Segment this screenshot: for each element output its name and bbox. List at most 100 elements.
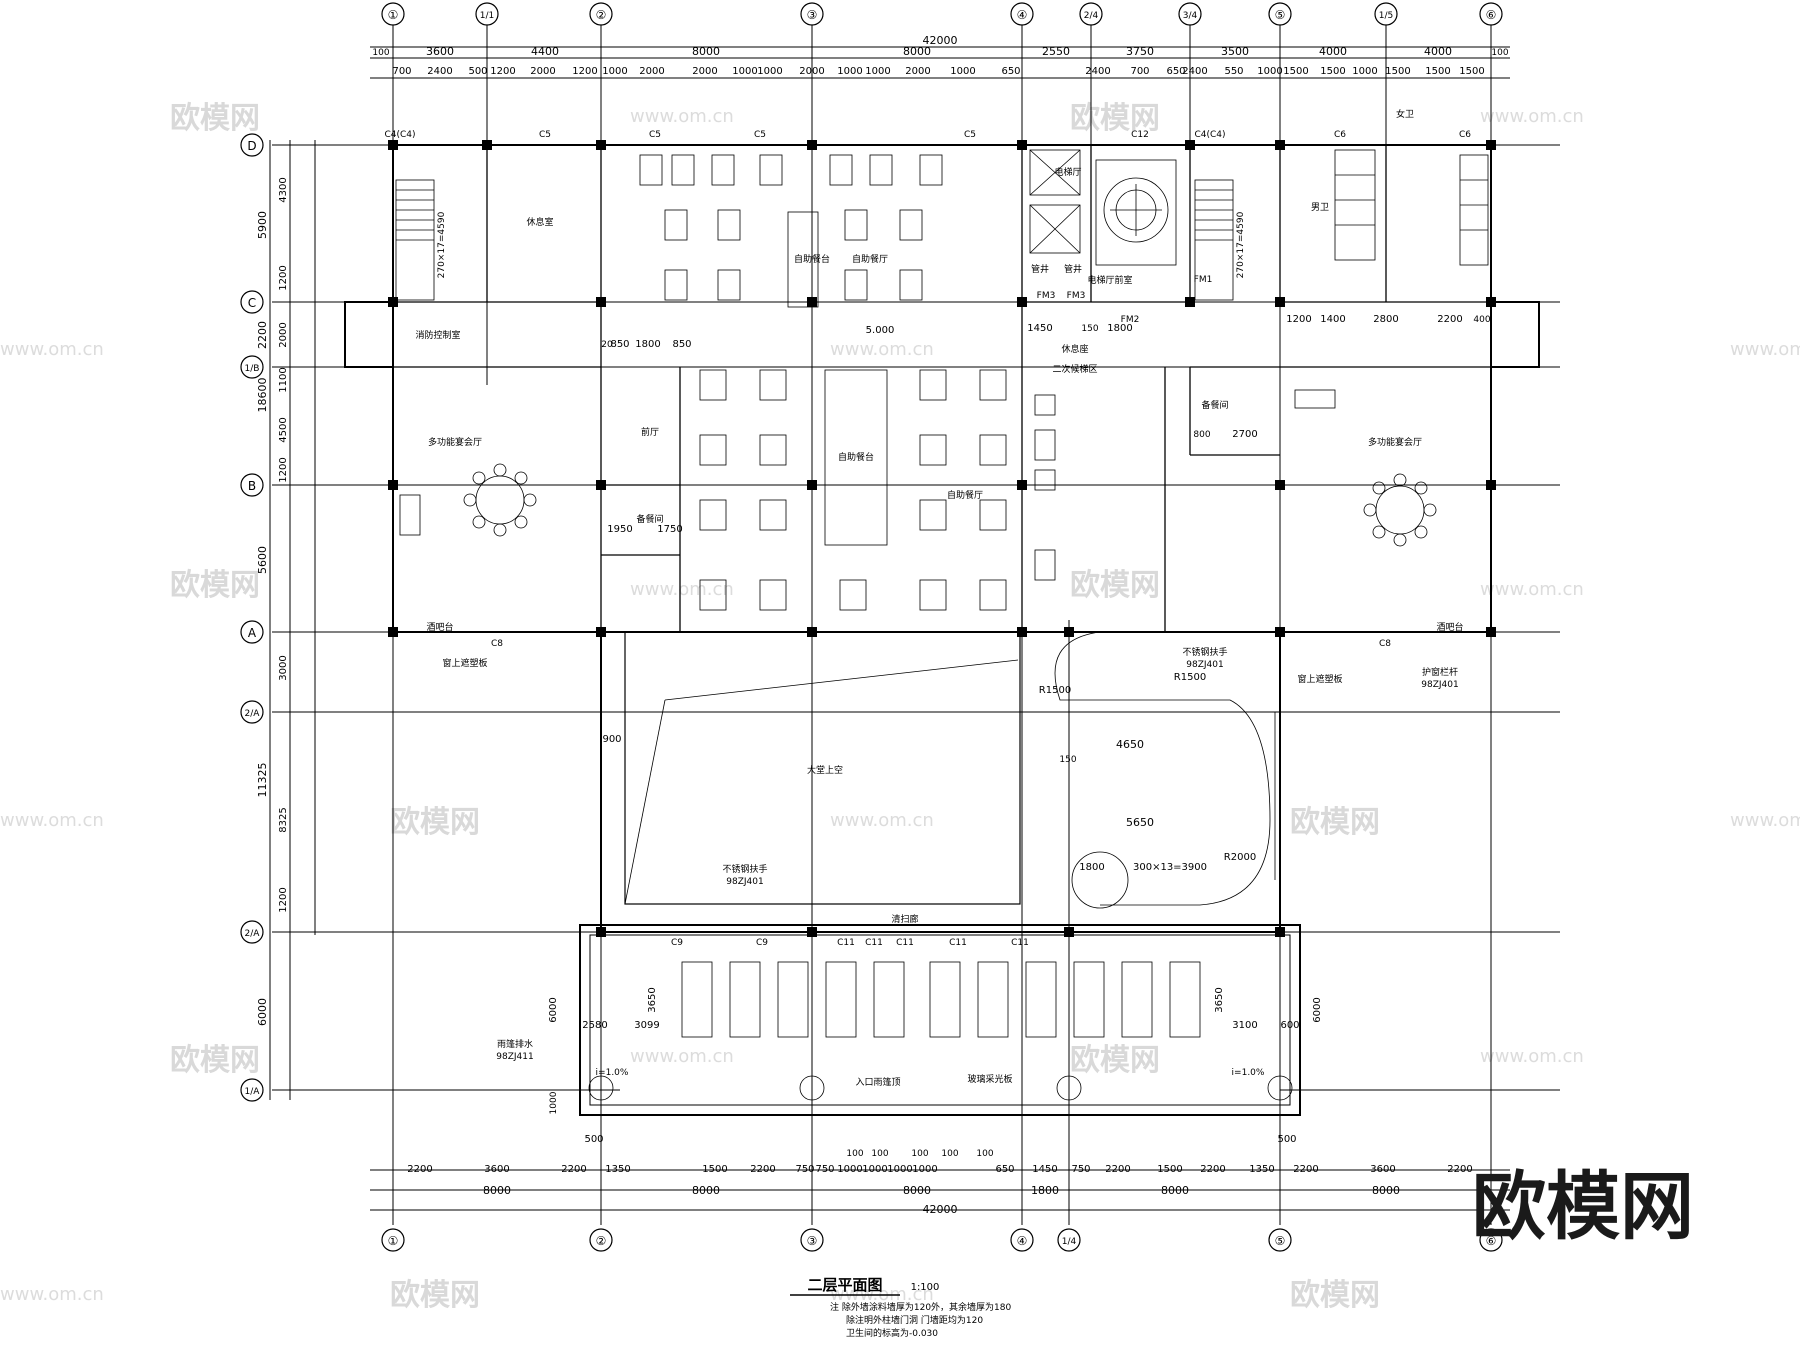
axis-bubble (1010, 1228, 1034, 1252)
board-note: 窗上遮塑板 (1297, 673, 1342, 685)
table (979, 499, 1007, 531)
axis-bubble (240, 290, 264, 314)
chair (523, 493, 537, 507)
dim-text: 2000 (530, 66, 555, 77)
dim-text: 100 (372, 48, 389, 58)
building-walls (344, 144, 1540, 1116)
dim-text: 8000 (692, 45, 720, 58)
axis-label: ⑥ (1486, 1234, 1497, 1248)
chair (463, 493, 477, 507)
dim-text: 550 (1224, 66, 1243, 77)
axis-label: ③ (807, 8, 818, 22)
canopy-outline (579, 924, 1301, 1116)
axis-bubble (1178, 2, 1202, 26)
dim-text: 500 (468, 66, 487, 77)
axis-bubble (800, 1228, 824, 1252)
columns (388, 140, 1496, 937)
board-note: 窗上遮塑板 (442, 657, 487, 669)
axis-bubble (589, 1228, 613, 1252)
axis-bubble (475, 2, 499, 26)
table (671, 154, 695, 186)
dim-text: 100 (1491, 48, 1508, 58)
dim-text: 3600 (1370, 1164, 1395, 1175)
table (759, 579, 787, 611)
room-label: 备餐间 (1201, 399, 1228, 411)
dim-text: 8325 (278, 807, 289, 832)
door-tag: FM1 (1194, 275, 1213, 285)
table (844, 269, 868, 301)
dim-text: 1350 (1249, 1164, 1274, 1175)
dim-note: 6000 (548, 997, 559, 1022)
buffet-counter (787, 211, 819, 308)
room-label: 自助餐厅 (852, 253, 888, 265)
door-tag: FM3 (1067, 291, 1086, 301)
dim-note: 150 (1059, 755, 1076, 765)
axis-bubble (1057, 1228, 1081, 1252)
atrium-line (624, 699, 666, 905)
dim-text: 4500 (278, 417, 289, 442)
toilet-stalls (1334, 149, 1376, 261)
dim-text: 750 (1071, 1164, 1090, 1175)
dim-text: 2200 (750, 1164, 775, 1175)
room-label: 管井 (1064, 263, 1082, 275)
room-label: 自助餐厅 (947, 489, 983, 501)
elevator-cross (1029, 204, 1081, 254)
axis-label: 2/4 (1084, 11, 1099, 21)
drain-ref: 98ZJ411 (496, 1052, 533, 1062)
dim-note: 1800 (1079, 862, 1104, 873)
drawing-note: 注 除外墙涂料墙厚为120外，其余墙厚为180 (830, 1301, 1011, 1313)
watermark-layer: 欧模网 欧模网 www.om.cn www.om.cn www.om.cn ww… (0, 101, 1800, 1313)
round-table (475, 475, 525, 525)
dim-text: 1000 (1352, 66, 1377, 77)
dim-note: 600 (1280, 1020, 1299, 1031)
column (1064, 627, 1074, 637)
dim-text: 5600 (256, 546, 269, 574)
axis-label: ⑤ (1275, 1234, 1286, 1248)
room-label: 电梯厅前室 (1087, 274, 1132, 286)
room-label: 酒吧台 (1436, 621, 1463, 633)
guard-ref: 98ZJ401 (1421, 680, 1458, 690)
dim-note: 3099 (634, 1020, 659, 1031)
drawing-note: 卫生间的标高为-0.030 (846, 1327, 938, 1339)
dimension-texts-top: 42000 100 3600 4400 8000 8000 2550 3750 … (372, 34, 1508, 58)
table (979, 579, 1007, 611)
column (388, 140, 398, 150)
drain-circle (799, 1075, 825, 1101)
axis-label: ⑤ (1275, 8, 1286, 22)
watermark-url: www.om.cn (0, 810, 104, 831)
axis-bubble (1374, 2, 1398, 26)
dim-text: 1200 (490, 66, 515, 77)
room-label: 休息座 (1061, 343, 1088, 355)
dim-text: 3000 (278, 655, 289, 680)
dim-text: 1000 (757, 66, 782, 77)
dim-text: 2400 (427, 66, 452, 77)
window-tag: C6 (1459, 130, 1471, 140)
dim-note: 1750 (657, 524, 682, 535)
outer-wall (392, 144, 1492, 633)
dim-text: 2000 (639, 66, 664, 77)
axis-bubble (589, 2, 613, 26)
table (639, 154, 663, 186)
column (807, 140, 817, 150)
column (596, 927, 606, 937)
column (1275, 297, 1285, 307)
table (759, 499, 787, 531)
dim-note: 800 (1193, 430, 1210, 440)
dim-text: 5900 (256, 211, 269, 239)
dim-text: 3600 (484, 1164, 509, 1175)
axis-bubble (381, 2, 405, 26)
axis-bubble (240, 473, 264, 497)
room-label: 男卫 (1311, 202, 1329, 213)
room-label: 二次候梯区 (1052, 363, 1097, 375)
window-tag: C11 (896, 938, 914, 948)
dimension-texts-top2: 700 2400 500 1200 2000 1200 1000 2000 20… (392, 66, 1484, 77)
dim-note: 2800 (1373, 314, 1398, 325)
chair (1393, 473, 1407, 487)
room-label: 管井 (1031, 263, 1049, 275)
dim-note: 2700 (1232, 429, 1257, 440)
watermark-text: 欧模网 (1290, 805, 1380, 840)
table (979, 369, 1007, 401)
dim-note: 1800 (1107, 323, 1132, 334)
dim-note: 3650 (647, 987, 658, 1012)
room-label: 前厅 (641, 426, 659, 438)
